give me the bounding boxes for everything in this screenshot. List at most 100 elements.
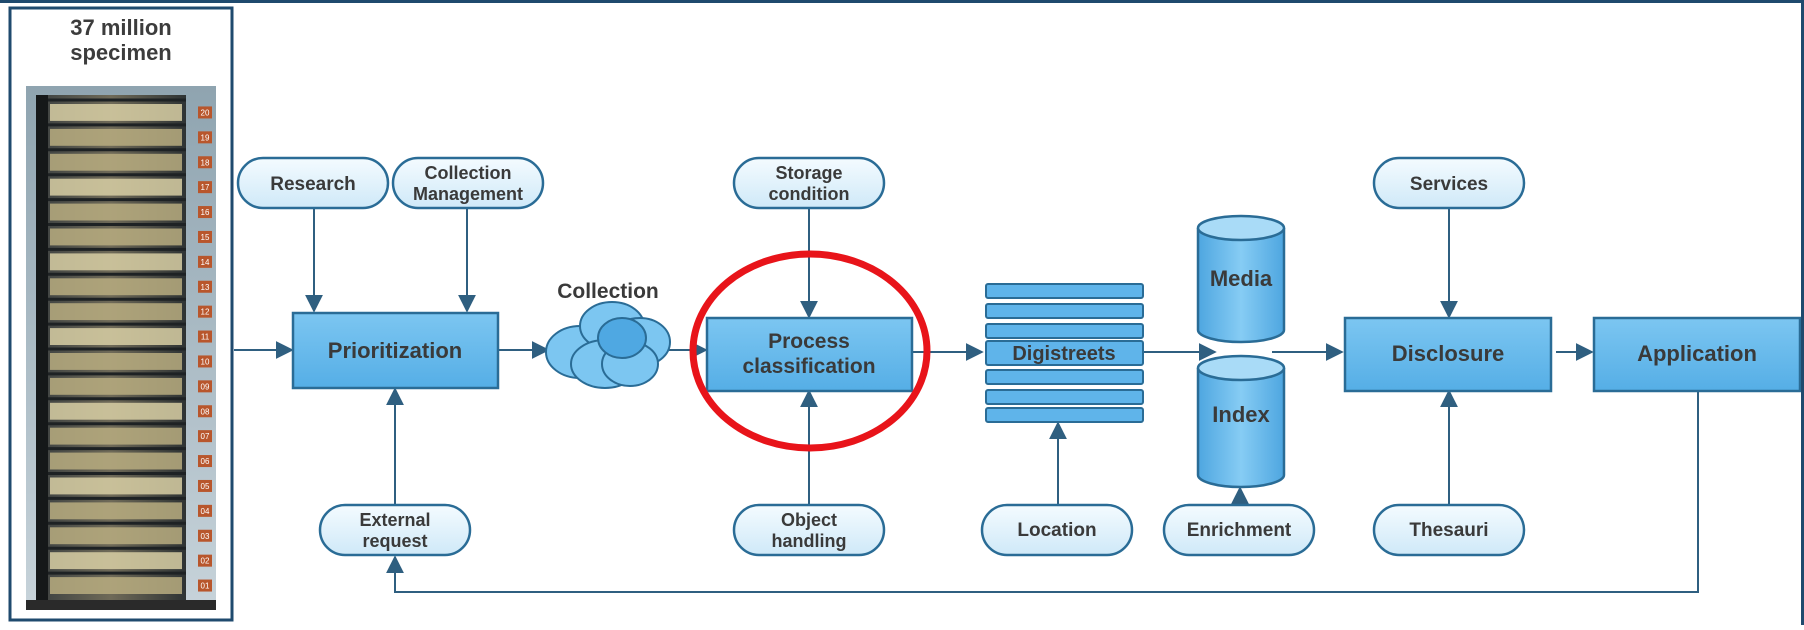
pill-collection-management: Collection Management xyxy=(391,156,545,210)
frame-right-border xyxy=(1801,0,1804,625)
floor-number-label: 07 xyxy=(201,432,210,441)
index-cylinder: Index xyxy=(1196,354,1286,489)
digistreets-bar xyxy=(985,323,1144,339)
pill-external-request-shape xyxy=(318,503,472,557)
pill-storage-condition-label1: Storage xyxy=(775,163,842,183)
floor-number-tag xyxy=(198,280,212,293)
box-application-label: Application xyxy=(1637,341,1757,366)
floor-number-label: 14 xyxy=(201,258,210,267)
pill-enrichment-shape xyxy=(1162,503,1316,557)
floor-number-tag xyxy=(198,330,212,343)
collection-cloud-label: Collection xyxy=(557,280,659,303)
tower-floor-window xyxy=(50,402,182,420)
pill-object-handling-label1: Object xyxy=(781,510,837,530)
tower-title-line2: specimen xyxy=(70,40,172,65)
box-prioritization: Prioritization xyxy=(291,311,500,390)
floor-number-label: 08 xyxy=(201,407,210,416)
media-label: Media xyxy=(1210,266,1273,291)
tower-floor-window xyxy=(50,427,182,445)
pill-external-request-label1: External xyxy=(359,510,430,530)
box-disclosure: Disclosure xyxy=(1343,316,1553,393)
floor-number-tag xyxy=(198,504,212,517)
tower-floor-window xyxy=(50,377,182,395)
tower-floor-window xyxy=(50,303,182,321)
feedback-loop-to-external-request xyxy=(386,392,1699,593)
tower-floor-window xyxy=(50,477,182,495)
cloud-shape xyxy=(545,301,671,389)
pill-collection-management-label2: Management xyxy=(413,184,523,204)
tower-floor-window xyxy=(50,104,182,121)
digistreets-bar xyxy=(985,369,1144,385)
floor-number-tag xyxy=(198,255,212,268)
floor-number-tag xyxy=(198,355,212,368)
box-prioritization-label: Prioritization xyxy=(328,338,462,363)
tower-floor-window xyxy=(50,228,182,246)
floor-number-tag xyxy=(198,181,212,194)
pill-location-shape xyxy=(980,503,1134,557)
tower-floor-window xyxy=(50,577,182,594)
box-prioritization-shape xyxy=(291,311,500,390)
digistreets-label: Digistreets xyxy=(1012,343,1115,365)
floor-number-tag xyxy=(198,579,212,592)
pill-research-shape xyxy=(236,156,390,210)
pill-research: Research xyxy=(236,156,390,210)
floor-number-tag xyxy=(198,380,212,393)
floor-number-label: 17 xyxy=(201,183,210,192)
pill-external-request: External request xyxy=(318,503,472,557)
floor-number-tag xyxy=(198,131,212,144)
digistreets-bar xyxy=(985,407,1144,423)
box-process-classification-label1: Process xyxy=(768,330,850,353)
tower-panel: 37 million specimen 20191817161514131211… xyxy=(8,6,234,622)
tower-title-line1: 37 million xyxy=(70,15,171,40)
floor-number-label: 06 xyxy=(201,457,210,466)
tower-floor-window xyxy=(50,203,182,221)
tower-floor-window xyxy=(50,527,182,545)
tower-floor-window xyxy=(50,452,182,470)
pill-services: Services xyxy=(1372,156,1526,210)
collection-cloud: Collection xyxy=(545,280,671,389)
box-process-classification-label2: classification xyxy=(742,355,875,378)
floor-number-tag xyxy=(198,529,212,542)
digistreets-bar xyxy=(985,303,1144,319)
box-disclosure-shape xyxy=(1343,316,1553,393)
pill-thesauri: Thesauri xyxy=(1372,503,1526,557)
pill-external-request-label2: request xyxy=(362,531,427,551)
digistreets-main-bar xyxy=(985,340,1144,366)
media-cylinder: Media xyxy=(1196,214,1286,344)
floor-number-label: 15 xyxy=(201,233,210,242)
pill-location-label: Location xyxy=(1017,520,1096,541)
floor-number-label: 10 xyxy=(201,357,210,366)
floor-number-label: 19 xyxy=(201,133,210,142)
floor-number-label: 11 xyxy=(201,333,210,342)
floor-number-tag xyxy=(198,305,212,318)
tower-floor-window xyxy=(50,278,182,296)
tower-floor-window xyxy=(50,552,182,570)
tower-floor-window xyxy=(50,353,182,370)
floor-number-label: 09 xyxy=(201,382,210,391)
pill-object-handling: Object handling xyxy=(732,503,886,557)
pill-storage-condition-label2: condition xyxy=(769,184,850,204)
tower-side xyxy=(36,95,48,607)
tower-base xyxy=(26,600,216,610)
pill-object-handling-shape xyxy=(732,503,886,557)
frame-top-border xyxy=(0,0,1804,3)
tower-floor-window xyxy=(50,178,182,196)
tower-floor-window xyxy=(50,328,182,345)
pill-storage-condition-shape xyxy=(732,156,886,210)
pill-collection-management-shape xyxy=(391,156,545,210)
floor-number-label: 12 xyxy=(201,308,210,317)
pill-thesauri-shape xyxy=(1372,503,1526,557)
floor-number-label: 05 xyxy=(201,482,210,491)
connectors xyxy=(234,208,1699,593)
tower-floor-window xyxy=(50,502,182,520)
floor-number-tag xyxy=(198,554,212,567)
highlight-circle xyxy=(689,250,931,452)
index-label: Index xyxy=(1212,402,1270,427)
floor-number-label: 03 xyxy=(201,532,210,541)
box-disclosure-label: Disclosure xyxy=(1392,341,1505,366)
tower-floor-window xyxy=(50,153,182,171)
pill-object-handling-label2: handling xyxy=(772,531,847,551)
